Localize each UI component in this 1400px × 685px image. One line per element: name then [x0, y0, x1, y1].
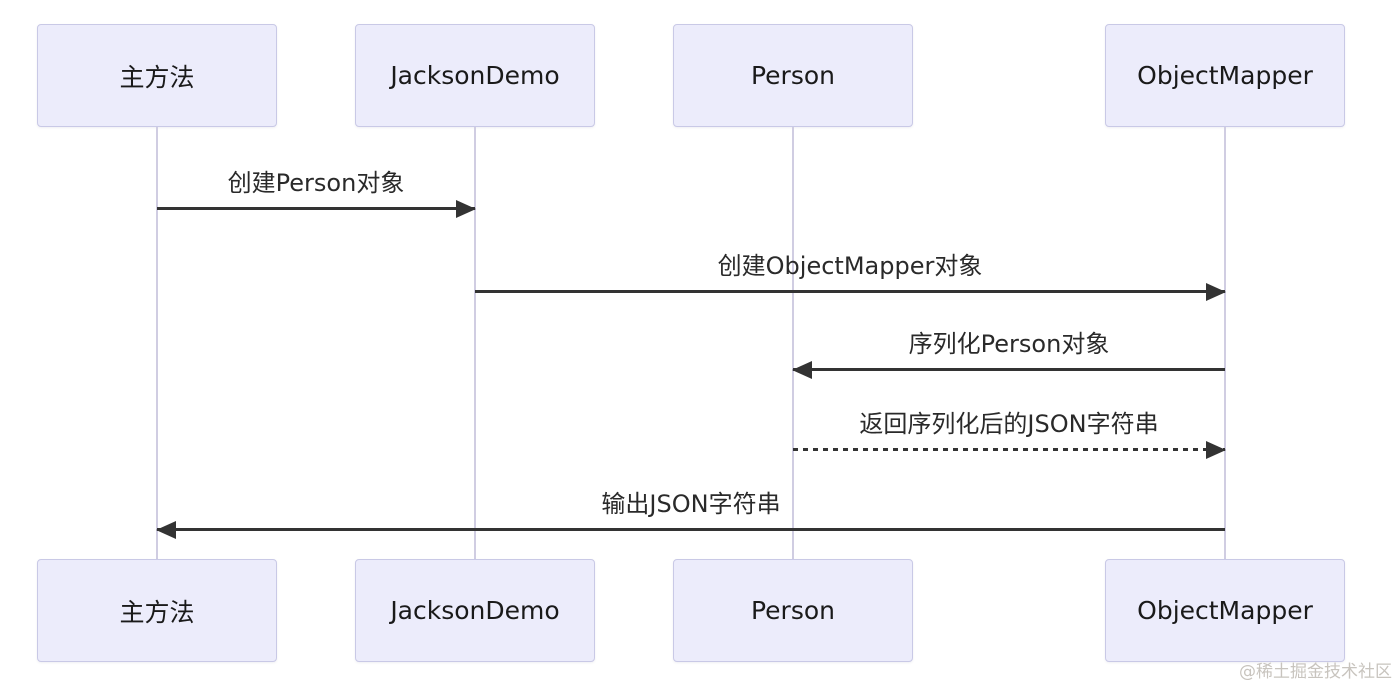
arrowhead-right-icon — [456, 199, 476, 218]
message-create-objectmapper-label: 创建ObjectMapper对象 — [717, 252, 983, 280]
actor-top-objectmapper: ObjectMapper — [1105, 24, 1345, 127]
actor-bottom-jacksondemo: JacksonDemo — [355, 559, 595, 662]
message-serialize-person-arrow — [792, 360, 1225, 379]
actor-bottom-main-method: 主方法 — [37, 559, 277, 662]
message-output-json-label: 输出JSON字符串 — [601, 490, 781, 518]
message-output-json: 输出JSON字符串 — [156, 490, 1225, 539]
message-return-json-arrow — [793, 440, 1226, 459]
arrowhead-right-icon — [1206, 440, 1226, 459]
arrowhead-right-icon — [1206, 282, 1226, 301]
lifeline-objectmapper — [1224, 127, 1226, 559]
lifeline-person — [792, 127, 794, 559]
actor-bottom-objectmapper: ObjectMapper — [1105, 559, 1345, 662]
message-create-person-arrow — [157, 199, 476, 218]
arrowhead-left-icon — [156, 520, 176, 539]
actor-top-jacksondemo: JacksonDemo — [355, 24, 595, 127]
message-output-json-arrow — [156, 520, 1225, 539]
watermark: @稀土掘金技术社区 — [1239, 662, 1392, 682]
actor-bottom-person: Person — [673, 559, 913, 662]
message-serialize-person-label: 序列化Person对象 — [908, 330, 1110, 358]
arrowhead-left-icon — [792, 360, 812, 379]
actor-top-person: Person — [673, 24, 913, 127]
message-serialize-person: 序列化Person对象 — [792, 330, 1225, 379]
message-create-objectmapper-arrow — [475, 282, 1226, 301]
lifeline-jacksondemo — [474, 127, 476, 559]
message-create-person: 创建Person对象 — [157, 169, 476, 218]
actor-top-main-method: 主方法 — [37, 24, 277, 127]
message-create-person-label: 创建Person对象 — [227, 169, 405, 197]
message-create-objectmapper: 创建ObjectMapper对象 — [475, 252, 1226, 301]
message-return-json: 返回序列化后的JSON字符串 — [793, 410, 1226, 459]
lifeline-main-method — [156, 127, 158, 559]
message-return-json-label: 返回序列化后的JSON字符串 — [859, 410, 1159, 438]
